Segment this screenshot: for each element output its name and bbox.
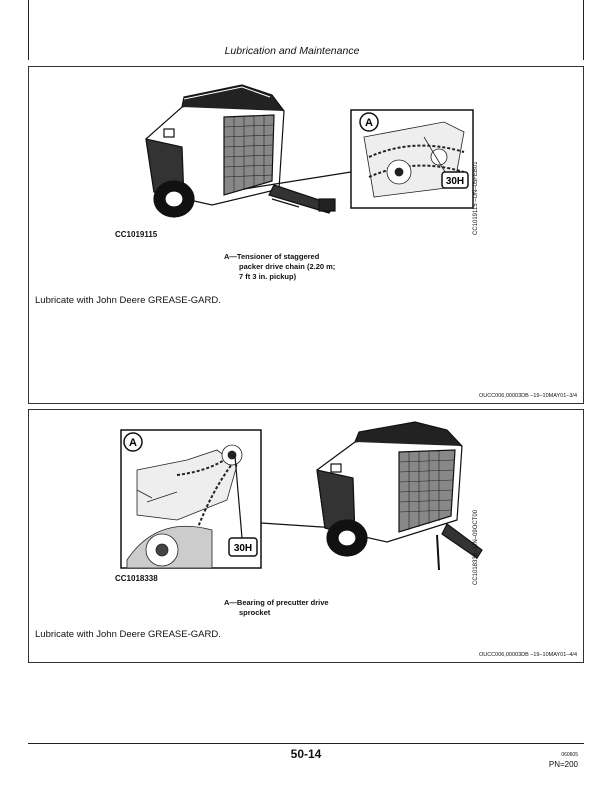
figure-side-code: CC1018338 –UN–09OCT00 (473, 509, 479, 585)
callout-letter-a: A (365, 117, 373, 129)
page-header-title: Lubrication and Maintenance (224, 45, 360, 57)
baler-illustration-2: A 30H (120, 421, 483, 571)
footer-rule (28, 743, 584, 744)
header-left-rule (28, 0, 29, 60)
hour-badge-label: 30H (234, 543, 252, 554)
caption-line: sprocket (239, 608, 271, 617)
caption-line: A—Tensioner of staggered (224, 252, 320, 261)
figure-caption: A—Tensioner of staggered packer drive ch… (224, 252, 335, 282)
detail-inset-2: A 30H (120, 429, 262, 569)
baler-drawing (316, 421, 483, 571)
hour-badge (441, 171, 469, 189)
callout-circle-a (123, 432, 143, 452)
section-precutter: A 30H CC1018338 –UN–09O (28, 409, 584, 663)
caption-line: 7 ft 3 in. pickup) (239, 272, 297, 281)
page-number: 50-14 (290, 747, 322, 761)
figure-caption: A—Bearing of precutter drive sprocket (224, 598, 329, 618)
figure-side-code: CC1019115 –UN–05FEB01 (473, 161, 479, 235)
callout-pointer-line (243, 171, 352, 190)
instruction-text: Lubricate with John Deere GREASE-GARD. (35, 629, 221, 640)
footer-date-code: 060605 (561, 752, 578, 758)
hour-badge-label: 30H (446, 176, 464, 187)
baler-illustration-1: A 30H (145, 84, 474, 218)
baler-drawing (145, 84, 336, 218)
figure-code: CC1019115 (115, 230, 158, 239)
caption-line: packer drive chain (2.20 m; (239, 262, 336, 271)
callout-circle-a (359, 112, 379, 132)
reference-code: OUCC006,00003DB –19–10MAY01–3/4 (478, 393, 577, 399)
arrow-line (234, 455, 243, 539)
caption-line: A—Bearing of precutter drive (224, 598, 329, 607)
footer-pn: PN=200 (548, 760, 578, 769)
section-tensioner: A 30H CC1019115 –UN–05FEB01 CC1019115 A—… (28, 66, 584, 404)
callout-letter-a: A (129, 437, 137, 449)
figure-code: CC1018338 (115, 574, 158, 583)
header-right-rule (583, 0, 584, 60)
instruction-text: Lubricate with John Deere GREASE-GARD. (35, 295, 221, 306)
hour-badge (228, 537, 258, 557)
reference-code: OUCC006,00003DB –19–10MAY01–4/4 (478, 652, 577, 658)
detail-inset-1: A 30H (350, 109, 474, 209)
